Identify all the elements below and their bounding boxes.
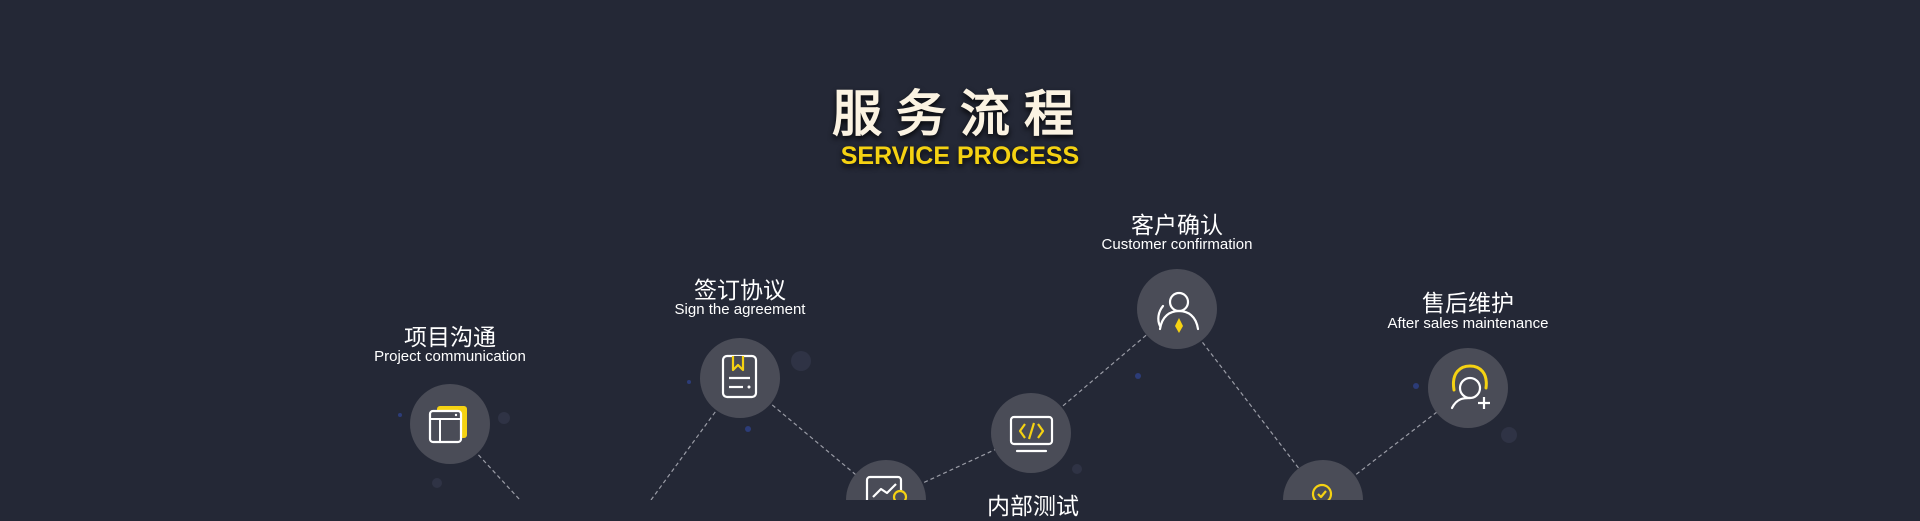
step-1-title: 项目沟通 xyxy=(404,325,496,351)
step-node-7 xyxy=(1428,348,1508,428)
step-2-title: 签订协议 xyxy=(694,278,786,304)
service-process-section: 服务流程 SERVICE PROCESS xyxy=(374,85,1549,520)
step-1-subtitle: Project communication xyxy=(374,348,526,365)
headset-support-icon xyxy=(1450,364,1490,410)
step-7-title: 售后维护 xyxy=(1422,291,1514,317)
check-badge-icon xyxy=(1311,483,1333,500)
step-node-5 xyxy=(1137,269,1217,349)
section-subtitle: SERVICE PROCESS xyxy=(840,142,1080,170)
decorative-dots xyxy=(432,351,1517,488)
section-title: 服务流程 xyxy=(832,85,1088,143)
step-node-3 xyxy=(846,460,926,500)
step-node-2 xyxy=(700,338,780,418)
browser-window-icon xyxy=(428,406,467,444)
chart-image-icon xyxy=(865,475,908,500)
step-node-6 xyxy=(1283,460,1363,500)
user-confirm-icon xyxy=(1157,291,1200,333)
step-5-title: 客户确认 xyxy=(1131,213,1223,239)
step-node-1 xyxy=(410,384,490,464)
step-2-subtitle: Sign the agreement xyxy=(674,301,806,318)
step-4-title: 内部测试 xyxy=(987,494,1079,520)
step-5-subtitle: Customer confirmation xyxy=(1101,236,1253,253)
step-node-4 xyxy=(991,393,1071,473)
process-graphic xyxy=(398,269,1517,500)
code-monitor-icon xyxy=(1009,415,1054,453)
step-7-subtitle: After sales maintenance xyxy=(1387,315,1549,332)
document-bookmark-icon xyxy=(721,354,758,399)
